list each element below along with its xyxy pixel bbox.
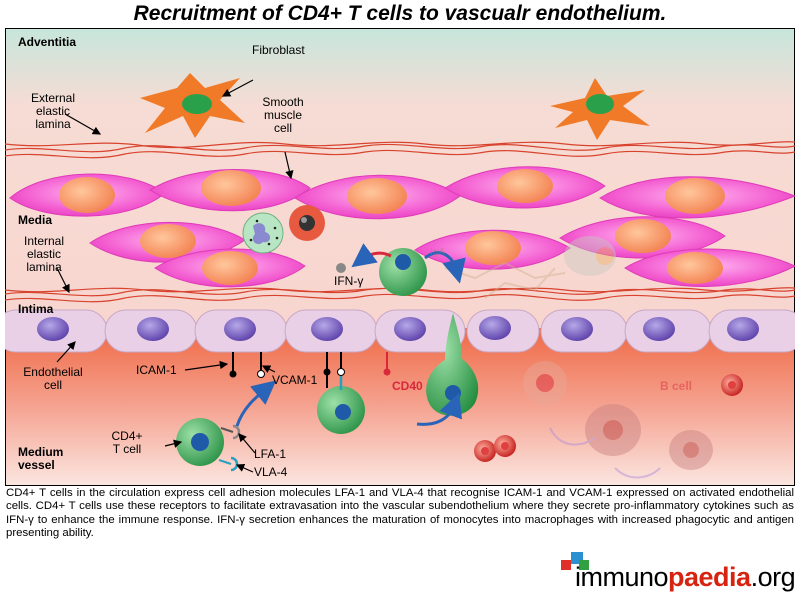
label-external-lamina-2: elastic	[35, 104, 70, 118]
label-internal-lamina-1: Internal	[23, 234, 65, 248]
diagram-title: Recruitment of CD4+ T cells to vascualr …	[133, 2, 667, 25]
migration-arrows	[235, 243, 466, 427]
granulocyte-cell	[242, 212, 284, 254]
label-fibroblast: Fibroblast	[252, 43, 305, 57]
label-endothelial-1: Endothelial	[23, 365, 83, 379]
vessel-lumen	[5, 328, 795, 486]
diagram-caption: CD4+ T cells in the circulation express …	[6, 487, 794, 540]
bound-receptors	[323, 352, 345, 376]
ifn-molecule	[336, 263, 346, 273]
logo-part2: paedia	[668, 562, 751, 592]
label-cd4-1: CD4+	[111, 429, 143, 443]
cd40-receptor	[383, 352, 391, 376]
label-external-lamina: External elastic lamina	[20, 92, 86, 131]
vessel-diagram	[5, 28, 795, 486]
logo-part3: .org	[750, 562, 796, 592]
frame-border	[5, 28, 795, 486]
fibroblast-cell	[140, 73, 245, 138]
label-smooth-muscle-3: cell	[273, 121, 292, 135]
endothelial-layer	[5, 309, 795, 353]
label-bcell: B cell	[660, 379, 693, 393]
immunopaedia-logo: immunopaedia.org	[555, 548, 796, 598]
label-internal-lamina-3: lamina	[26, 260, 62, 274]
layer-vessel: Medium vessel	[18, 446, 63, 472]
fibroblast-cell-2	[550, 78, 650, 140]
label-smooth-muscle-1: Smooth	[262, 95, 304, 109]
label-internal-lamina: Internal elastic lamina	[14, 235, 74, 274]
faint-migrating-cells	[523, 361, 713, 479]
label-external-lamina-1: External	[30, 91, 76, 105]
layer-vessel-line2: vessel	[18, 458, 55, 472]
label-cd4: CD4+ T cell	[102, 430, 152, 456]
label-icam: ICAM-1	[136, 363, 177, 377]
logo-part1: immuno	[575, 562, 669, 592]
extravasated-t-cell	[379, 248, 427, 296]
label-smooth-muscle: Smooth muscle cell	[258, 96, 308, 135]
layer-adventitia: Adventitia	[18, 35, 77, 49]
adhering-t-cell	[317, 374, 365, 434]
red-blood-cells	[474, 374, 743, 462]
label-lfa: LFA-1	[254, 447, 287, 461]
layer-vessel-line1: Medium	[18, 445, 64, 459]
label-iga: IgA	[430, 247, 446, 258]
label-ifn: IFN-γ	[334, 274, 364, 288]
layer-intima: Intima	[18, 302, 54, 316]
logo-cubes-icon	[561, 552, 589, 570]
monocyte-cell	[289, 205, 325, 241]
logo-text: immunopaedia.org	[575, 562, 796, 593]
label-external-lamina-3: lamina	[35, 117, 71, 131]
label-vcam: VCAM-1	[272, 373, 318, 387]
label-endothelial: Endothelial cell	[18, 366, 88, 392]
cd4-t-cell	[176, 418, 241, 472]
label-internal-lamina-2: elastic	[26, 247, 61, 261]
label-cd40: CD40	[392, 379, 423, 393]
label-smooth-muscle-2: muscle	[263, 108, 302, 122]
layer-media: Media	[18, 213, 53, 227]
label-vla: VLA-4	[254, 465, 288, 479]
label-cd4-2: T cell	[112, 442, 142, 456]
label-endothelial-2: cell	[43, 378, 62, 392]
icam-receptor	[229, 352, 237, 378]
label-leaders	[56, 79, 294, 473]
vcam-receptor	[257, 352, 265, 378]
smooth-muscle-layer	[9, 166, 795, 288]
external-elastic-lamina	[5, 141, 795, 159]
